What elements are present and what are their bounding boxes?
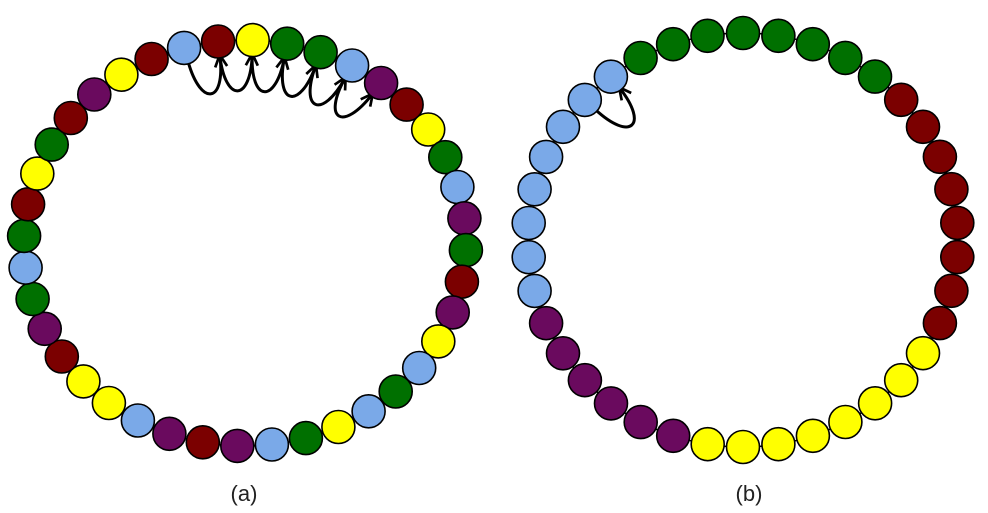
hop-arrow xyxy=(333,76,372,119)
bead-yellow xyxy=(91,385,127,421)
bead-blue xyxy=(254,427,290,462)
bead-purple xyxy=(593,386,629,421)
bead-maroon xyxy=(10,187,46,222)
bead-purple xyxy=(623,404,659,440)
bead-yellow xyxy=(410,112,446,147)
bead-blue xyxy=(440,169,475,205)
bead-purple xyxy=(27,311,63,347)
bead-maroon xyxy=(185,424,221,460)
bead-blue xyxy=(511,205,547,241)
bead-green xyxy=(725,15,761,51)
bead-blue xyxy=(334,48,370,83)
bead-yellow xyxy=(104,57,139,92)
bead-purple xyxy=(447,201,482,236)
bead-maroon xyxy=(53,100,89,136)
bead-yellow xyxy=(19,156,55,191)
bead-blue xyxy=(511,239,547,275)
bead-yellow xyxy=(690,426,726,462)
bead-maroon xyxy=(939,239,975,275)
bead-green xyxy=(6,218,42,254)
bead-maroon xyxy=(389,87,424,122)
bead-green xyxy=(655,26,691,62)
bead-green xyxy=(448,232,484,268)
bead-purple xyxy=(655,418,691,454)
hop-arrow xyxy=(186,56,221,96)
bead-green xyxy=(690,18,725,54)
bead-blue xyxy=(545,109,581,145)
bead-yellow xyxy=(725,429,761,465)
bead-maroon xyxy=(905,109,941,145)
bead-blue xyxy=(401,350,437,386)
bead-yellow xyxy=(857,385,893,421)
bead-green xyxy=(857,59,893,94)
arrows-group-b xyxy=(594,88,636,129)
bead-blue xyxy=(593,59,629,94)
bead-yellow xyxy=(761,426,796,462)
bead-blue xyxy=(120,403,156,438)
bead-purple xyxy=(435,295,471,330)
panel-b: (b) xyxy=(511,15,975,506)
bead-maroon xyxy=(922,305,958,341)
bead-purple xyxy=(545,335,581,371)
beads-group-a xyxy=(6,22,484,464)
bead-blue xyxy=(166,30,202,66)
bead-maroon xyxy=(44,339,80,374)
bead-yellow xyxy=(795,418,831,454)
bead-purple xyxy=(567,362,603,398)
bead-green xyxy=(623,40,658,76)
bead-purple xyxy=(528,305,564,341)
bead-blue xyxy=(517,273,552,309)
beads-group-b xyxy=(511,15,975,465)
hop-arrow xyxy=(250,53,284,94)
bead-purple xyxy=(220,428,255,464)
bead-maroon xyxy=(444,264,480,300)
bead-maroon xyxy=(200,24,236,59)
bead-green xyxy=(303,34,338,70)
bead-blue xyxy=(567,82,603,118)
bead-green xyxy=(288,420,324,456)
bead-yellow xyxy=(66,364,101,399)
bead-maroon xyxy=(883,82,919,118)
panel-a: (a) xyxy=(6,22,484,506)
bead-green xyxy=(15,281,50,317)
bead-green xyxy=(269,26,305,62)
bead-green xyxy=(827,40,863,76)
panel-a-label: (a) xyxy=(231,481,258,506)
hop-arrow xyxy=(280,56,315,98)
bead-maroon xyxy=(134,41,169,77)
bead-yellow xyxy=(321,409,356,445)
bead-purple xyxy=(363,65,399,101)
bead-yellow xyxy=(905,335,941,371)
bead-yellow xyxy=(420,324,456,359)
bead-green xyxy=(378,374,414,409)
bead-yellow xyxy=(235,22,270,58)
bead-green xyxy=(34,127,70,162)
hop-arrow xyxy=(218,55,252,93)
bead-blue xyxy=(517,172,552,207)
bead-blue xyxy=(528,139,564,175)
bead-purple xyxy=(77,77,112,112)
bead-maroon xyxy=(922,139,958,175)
bead-green xyxy=(795,26,831,62)
hop-arrow xyxy=(594,88,636,129)
bead-maroon xyxy=(934,171,969,207)
bead-maroon xyxy=(934,273,969,309)
arrows-group-a xyxy=(186,53,372,119)
panel-b-label: (b) xyxy=(736,481,763,506)
bead-yellow xyxy=(883,362,919,398)
bead-blue xyxy=(8,250,43,286)
bead-green xyxy=(427,139,463,175)
bead-yellow xyxy=(828,404,863,440)
bead-maroon xyxy=(939,205,975,241)
bead-blue xyxy=(351,393,386,429)
hop-arrow xyxy=(308,64,345,107)
bead-green xyxy=(761,18,796,54)
bead-purple xyxy=(152,416,187,452)
